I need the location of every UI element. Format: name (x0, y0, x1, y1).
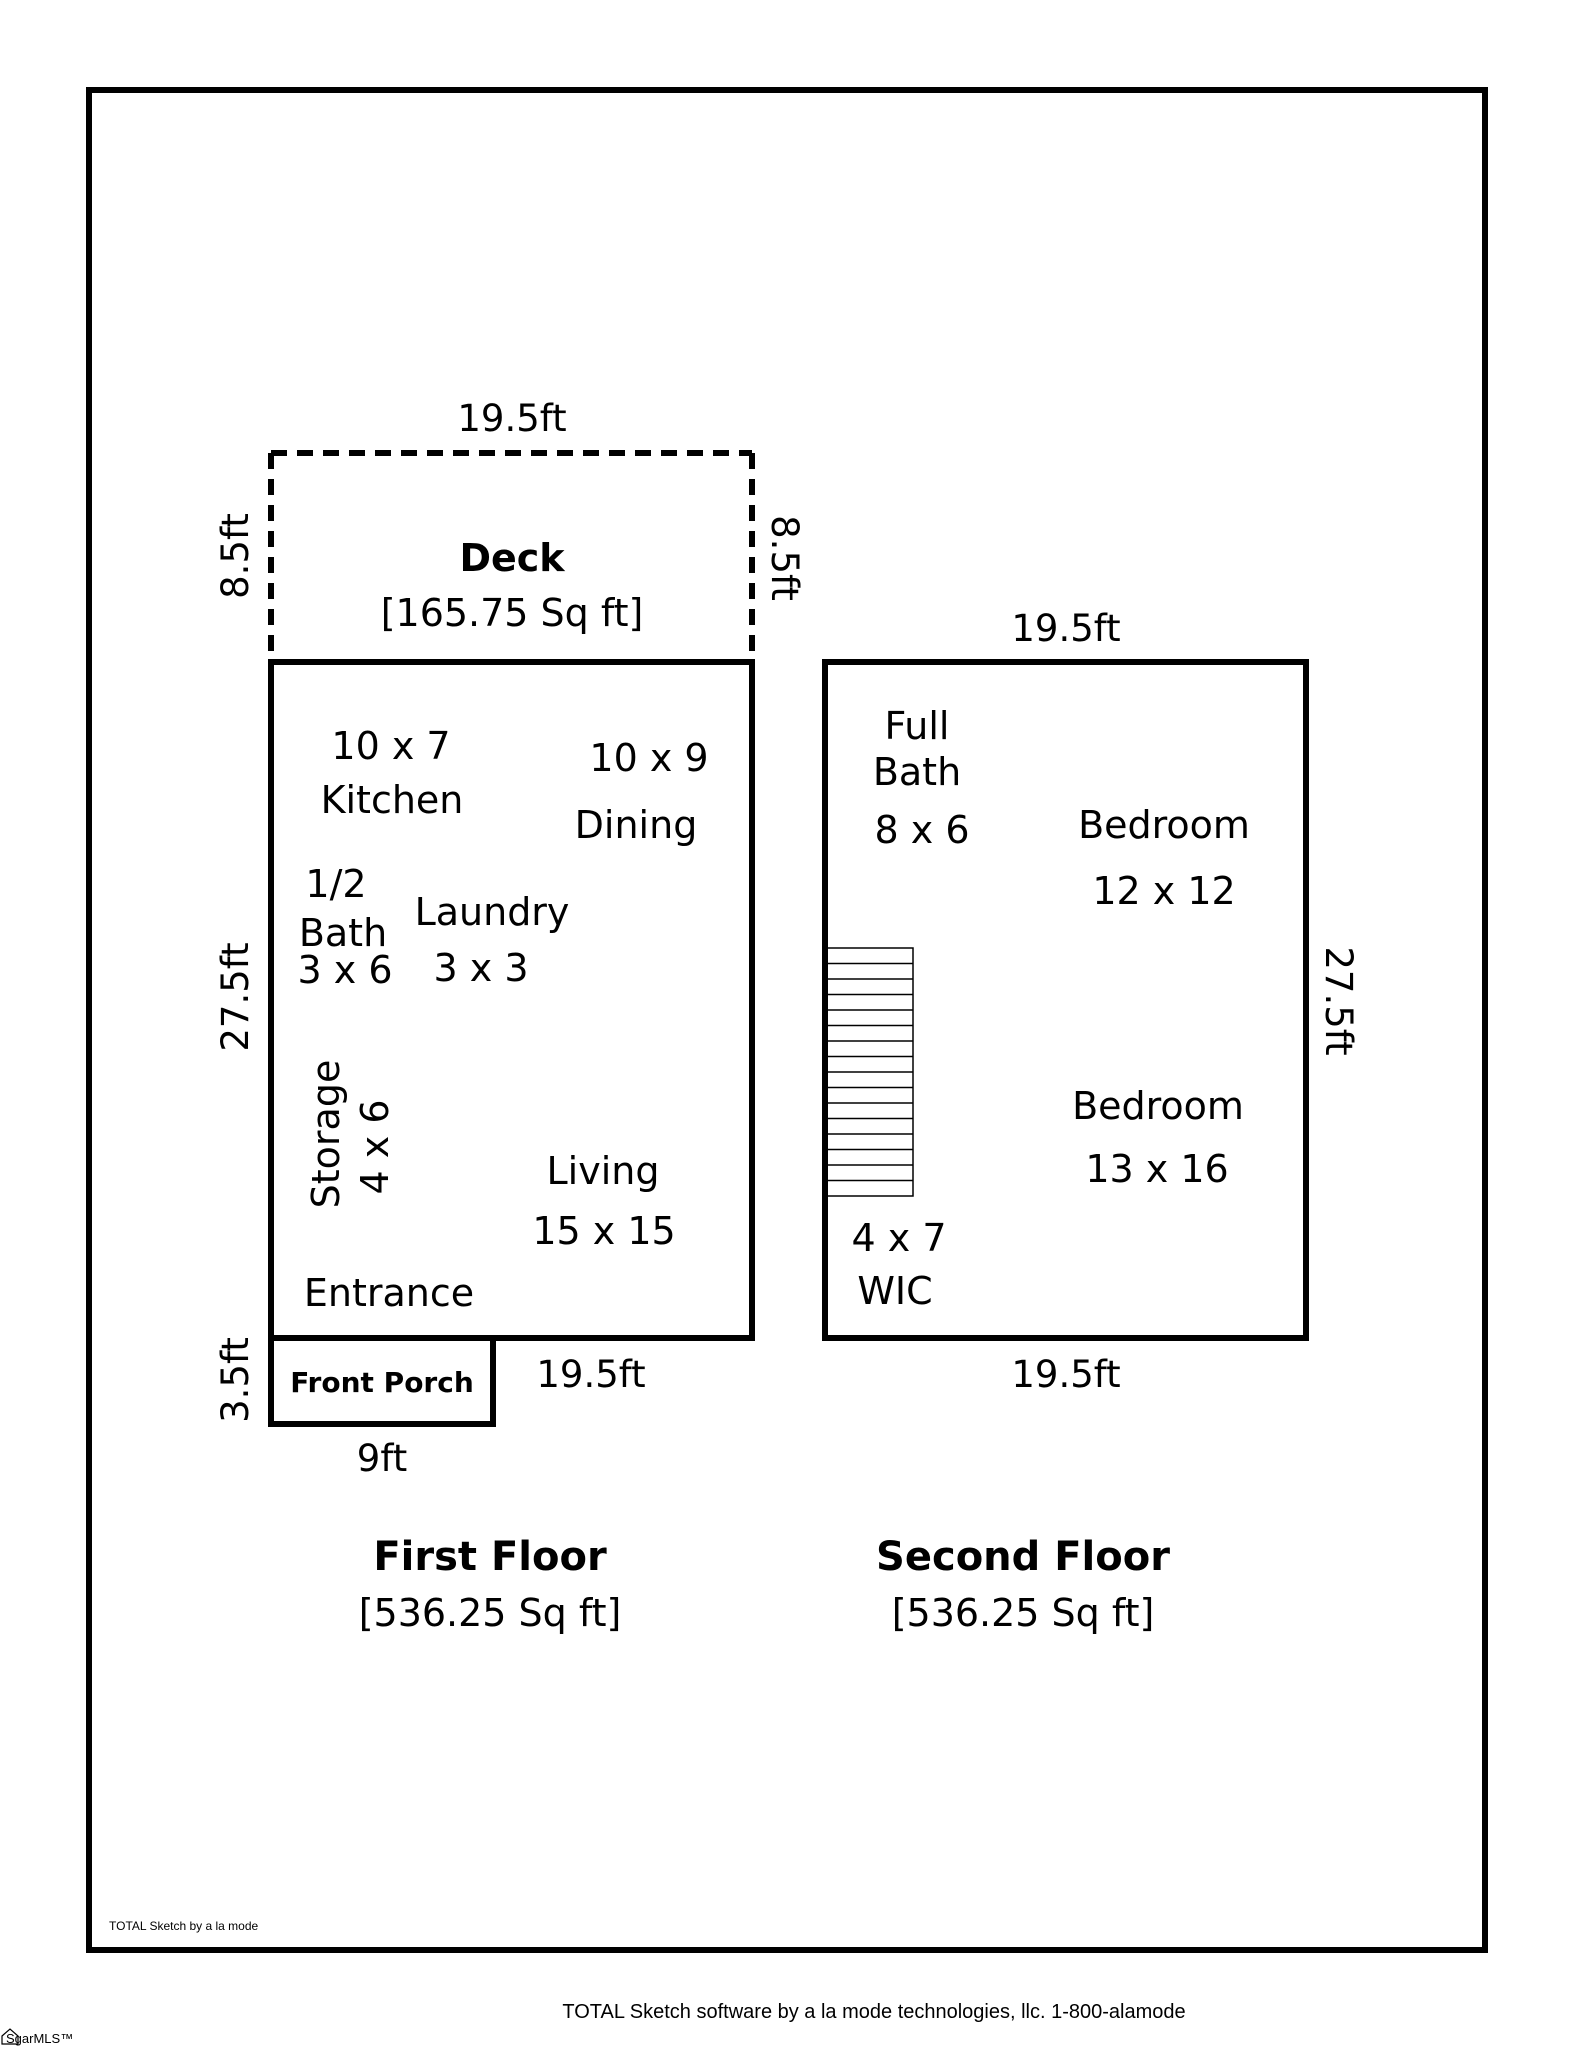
living-label: Living (547, 1149, 660, 1193)
front-porch-label: Front Porch (290, 1366, 474, 1399)
deck-area: [165.75 Sq ft] (381, 591, 644, 635)
mls-logo: SgarMLS™ (1, 2028, 73, 2046)
wic-size: 4 x 7 (852, 1216, 947, 1260)
kitchen-size: 10 x 7 (331, 724, 450, 768)
half-bath-size: 3 x 6 (298, 948, 393, 992)
wic-label: WIC (857, 1269, 932, 1313)
living-size: 15 x 15 (532, 1209, 675, 1253)
laundry-size: 3 x 3 (434, 946, 529, 990)
deck-dim-top: 19.5ft (457, 397, 566, 440)
first-floor-dim-bottom: 19.5ft (536, 1353, 645, 1396)
footer-credit: TOTAL Sketch software by a la mode techn… (562, 2001, 1185, 2023)
half-bath-line2: Bath (299, 911, 387, 955)
bedroom2-label: Bedroom (1072, 1084, 1244, 1128)
staircase (826, 947, 914, 1197)
full-bath-size: 8 x 6 (875, 808, 970, 852)
second-floor-dim-bottom: 19.5ft (1011, 1353, 1120, 1396)
deck-dim-right: 8.5ft (763, 515, 806, 601)
deck-dim-left: 8.5ft (214, 513, 257, 599)
bedroom1-label: Bedroom (1078, 803, 1250, 847)
dining-label: Dining (575, 803, 698, 847)
second-floor-dim-right: 27.5ft (1317, 946, 1360, 1055)
full-bath-line2: Bath (873, 750, 961, 794)
page-border (86, 87, 1488, 1953)
front-porch-dim-bottom: 9ft (357, 1437, 407, 1480)
first-floor-dim-left: 27.5ft (214, 942, 257, 1051)
house-icon (1, 2028, 19, 2045)
first-floor-title: First Floor (373, 1534, 607, 1580)
bedroom1-size: 12 x 12 (1092, 869, 1235, 913)
deck: Deck [165.75 Sq ft] (268, 450, 755, 662)
deck-title: Deck (459, 536, 565, 580)
front-porch-dim-left: 3.5ft (214, 1337, 257, 1423)
first-floor-area: [536.25 Sq ft] (359, 1591, 622, 1635)
second-floor-title: Second Floor (876, 1534, 1170, 1580)
second-floor-dim-top: 19.5ft (1011, 607, 1120, 650)
bedroom2-size: 13 x 16 (1085, 1147, 1228, 1191)
storage-label: Storage (304, 1060, 348, 1209)
second-floor-outline (822, 659, 1309, 1341)
second-floor-area: [536.25 Sq ft] (892, 1591, 1155, 1635)
first-floor-outline (268, 659, 755, 1341)
front-porch-outline (268, 1335, 496, 1427)
entrance-label: Entrance (304, 1271, 474, 1315)
dining-size: 10 x 9 (589, 736, 708, 780)
storage-size: 4 x 6 (353, 1100, 397, 1195)
full-bath-line1: Full (885, 704, 950, 748)
half-bath-line1: 1/2 (305, 862, 366, 906)
mls-mark: SgarMLS™ (6, 2031, 73, 2046)
sketch-credit: TOTAL Sketch by a la mode (109, 1919, 259, 1933)
laundry-label: Laundry (415, 890, 570, 934)
kitchen-label: Kitchen (321, 778, 464, 822)
